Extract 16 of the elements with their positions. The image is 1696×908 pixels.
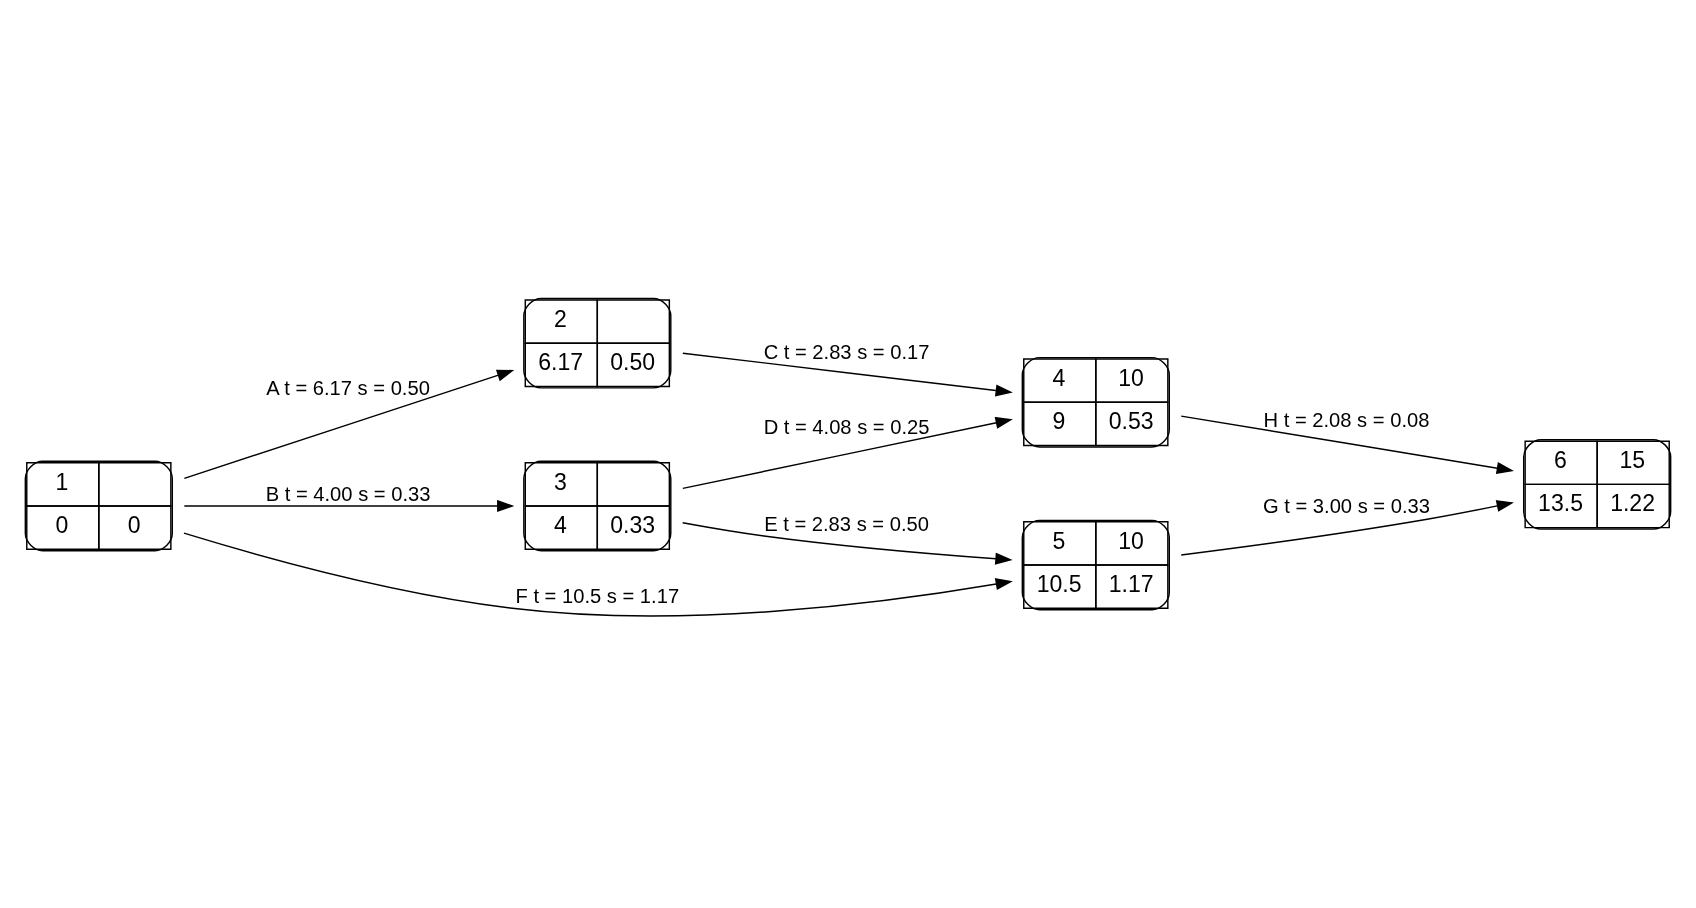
arrow xyxy=(682,416,1013,489)
arrow xyxy=(1180,414,1514,474)
arrow xyxy=(1180,499,1514,556)
arrow xyxy=(183,531,1013,617)
edge-label: H t = 2.08 s = 0.08 xyxy=(1263,408,1430,431)
edge-label: C t = 2.83 s = 0.17 xyxy=(763,340,930,363)
edge-label: F t = 10.5 s = 1.17 xyxy=(515,584,680,607)
arrow xyxy=(682,351,1013,396)
edge-label: G t = 3.00 s = 0.33 xyxy=(1263,494,1430,517)
edge-label: A t = 6.17 s = 0.50 xyxy=(266,376,430,399)
arrow xyxy=(681,521,1013,565)
arrow xyxy=(183,499,515,512)
edge-label: D t = 4.08 s = 0.25 xyxy=(763,415,930,438)
edge-label: B t = 4.00 s = 0.33 xyxy=(265,482,431,505)
arrow xyxy=(183,369,515,479)
edge-label: E t = 2.83 s = 0.50 xyxy=(764,512,929,535)
